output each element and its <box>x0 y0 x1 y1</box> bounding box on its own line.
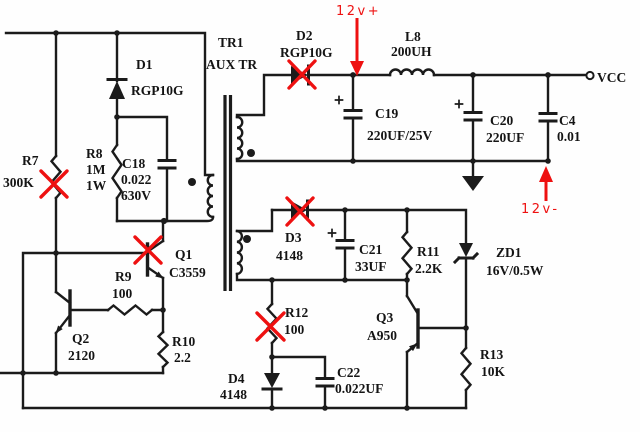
d4-ref: D4 <box>228 371 245 386</box>
r11-value: 2.2K <box>415 261 443 276</box>
transformer-tr1 <box>188 95 255 291</box>
resistor-r9 <box>106 303 154 317</box>
fault-x-q1 <box>133 235 163 265</box>
resistor-r7 <box>49 154 63 200</box>
diode-d4 <box>261 373 283 391</box>
emitter-arrow-icon <box>409 343 418 352</box>
secondary-winding-top <box>235 115 244 161</box>
r12-value: 100 <box>284 322 305 337</box>
r7-value: 300K <box>3 175 34 190</box>
d3-ref: D3 <box>285 230 302 245</box>
annotation-12v-plus: 12v+ <box>336 4 381 76</box>
d1-ref: D1 <box>136 57 153 72</box>
polarity-plus-icon <box>454 99 464 109</box>
c18-voltage: 630V <box>121 188 151 203</box>
transistor-q2 <box>54 289 72 335</box>
12v-plus-label: 12v+ <box>336 4 381 19</box>
q2-value: 2120 <box>68 348 95 363</box>
capacitor-c19 <box>334 95 363 120</box>
c18-value: 0.022 <box>121 172 152 187</box>
resistor-r10 <box>156 330 170 369</box>
q2-ref: Q2 <box>72 331 90 346</box>
zd1-value: 16V/0.5W <box>486 263 544 278</box>
fault-x-r12 <box>255 311 286 342</box>
fault-x-d2 <box>287 59 317 90</box>
capacitor-c22 <box>315 377 335 388</box>
r12-ref: R12 <box>285 305 308 320</box>
r10-value: 2.2 <box>174 350 191 365</box>
r11-ref: R11 <box>417 244 440 259</box>
r13-ref: R13 <box>480 347 503 362</box>
resistor-r8 <box>111 143 123 200</box>
c20-value: 220UF <box>486 130 524 145</box>
d2-ref: D2 <box>296 28 313 43</box>
r9-ref: R9 <box>115 269 132 284</box>
c21-value: 33UF <box>355 259 387 274</box>
c18-ref: C18 <box>122 156 145 171</box>
c20-ref: C20 <box>490 113 513 128</box>
polarity-plus-icon <box>334 95 344 105</box>
tr1-ref: TR1 <box>218 35 244 50</box>
ground-symbol-icon <box>462 176 484 191</box>
r8-ref: R8 <box>86 146 103 161</box>
transistor-q3 <box>405 294 420 354</box>
l8-value: 200UH <box>391 44 432 59</box>
secondary-winding-bottom <box>235 229 244 276</box>
secondary-top-wiring <box>235 73 588 178</box>
vcc-label: VCC <box>597 70 626 85</box>
c19-ref: C19 <box>375 106 398 121</box>
phase-dot-primary <box>188 178 196 186</box>
r13-value: 10K <box>481 364 506 379</box>
resistor-r11 <box>400 230 414 276</box>
inductor-l8 <box>388 68 436 77</box>
r8-value: 1M <box>86 162 106 177</box>
junction-dots <box>20 30 551 411</box>
fault-x-d3 <box>285 196 315 227</box>
q1-ref: Q1 <box>175 247 193 262</box>
c4-ref: C4 <box>559 113 576 128</box>
capacitor-c4 <box>538 112 558 123</box>
zd1-ref: ZD1 <box>496 245 522 260</box>
zener-zd1 <box>452 243 480 265</box>
q3-value: A950 <box>367 328 397 343</box>
d1-value: RGP10G <box>131 83 184 98</box>
tr1-type: AUX TR <box>206 57 257 72</box>
diode-d1 <box>106 78 128 99</box>
d2-value: RGP10G <box>280 45 333 60</box>
primary-side-wiring <box>0 31 468 410</box>
q3-ref: Q3 <box>376 310 394 325</box>
emitter-arrow-icon <box>155 271 164 279</box>
annotation-12v-minus: 12v- <box>521 166 560 217</box>
l8-ref: L8 <box>405 29 421 44</box>
capacitor-c21 <box>327 228 355 250</box>
resistor-r13 <box>459 346 473 392</box>
emitter-arrow-icon <box>55 325 63 334</box>
phase-dot-secondary-top <box>247 149 255 157</box>
c21-ref: C21 <box>359 242 382 257</box>
r8-power: 1W <box>86 178 107 193</box>
capacitor-c18 <box>157 159 177 170</box>
r7-ref: R7 <box>22 153 39 168</box>
d4-value: 4148 <box>220 387 247 402</box>
fault-x-r7 <box>39 169 69 199</box>
r9-value: 100 <box>112 286 133 301</box>
capacitor-c20 <box>454 99 483 122</box>
polarity-plus-icon <box>327 228 337 238</box>
transformer-core <box>223 95 233 291</box>
phase-dot-secondary-bottom <box>243 235 251 243</box>
c19-value: 220UF/25V <box>367 128 432 143</box>
d3-value: 4148 <box>276 248 303 263</box>
c4-value: 0.01 <box>557 129 581 144</box>
primary-winding <box>206 173 215 219</box>
c22-ref: C22 <box>337 365 360 380</box>
q1-value: C3559 <box>169 265 206 280</box>
vcc-terminal <box>585 70 595 81</box>
r10-ref: R10 <box>172 334 195 349</box>
c22-value: 0.022UF <box>335 381 383 396</box>
12v-minus-label: 12v- <box>521 202 560 217</box>
component-labels: TR1 AUX TR D1 RGP10G D2 RGP10G L8 200UH … <box>3 28 626 402</box>
